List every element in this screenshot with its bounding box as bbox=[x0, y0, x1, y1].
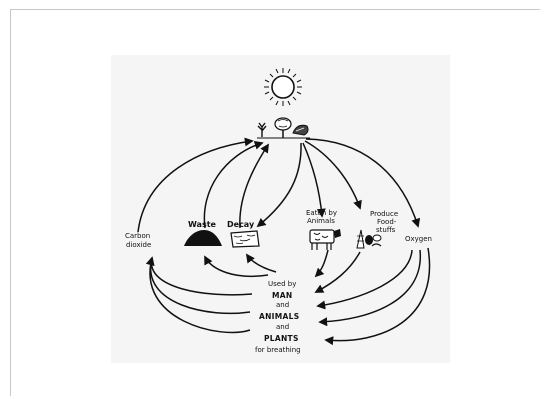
label-and-2: and bbox=[276, 323, 289, 331]
frame-top-border bbox=[10, 9, 540, 10]
label-for-breathing: for breathing bbox=[255, 346, 301, 354]
label-carbon-dioxide-line2: dioxide bbox=[126, 241, 151, 249]
decay-log-icon bbox=[230, 230, 260, 248]
label-oxygen: Oxygen bbox=[405, 235, 432, 243]
sun-icon bbox=[264, 68, 302, 106]
label-used-by: Used by bbox=[268, 280, 296, 288]
label-produce-line1: Produce bbox=[370, 210, 398, 218]
diagram-panel bbox=[111, 55, 450, 363]
frame-left-border bbox=[10, 9, 11, 396]
waste-heap-icon bbox=[184, 230, 222, 246]
label-and-1: and bbox=[276, 301, 289, 309]
label-decay: Decay bbox=[227, 220, 255, 229]
label-plants: PLANTS bbox=[264, 334, 299, 343]
label-carbon-dioxide-line1: Carbon bbox=[125, 232, 150, 240]
label-produce-line2: Food- bbox=[377, 218, 397, 226]
foodstuffs-icon bbox=[356, 229, 382, 249]
label-man: MAN bbox=[272, 291, 292, 300]
cow-icon bbox=[309, 229, 341, 250]
plants-icon bbox=[257, 117, 310, 139]
label-waste: Waste bbox=[188, 220, 217, 229]
label-eaten-line2: Animals bbox=[307, 217, 335, 225]
label-animals: ANIMALS bbox=[259, 312, 299, 321]
label-eaten-line1: Eaten by bbox=[306, 209, 337, 217]
label-produce-line3: stuffs bbox=[376, 226, 396, 234]
